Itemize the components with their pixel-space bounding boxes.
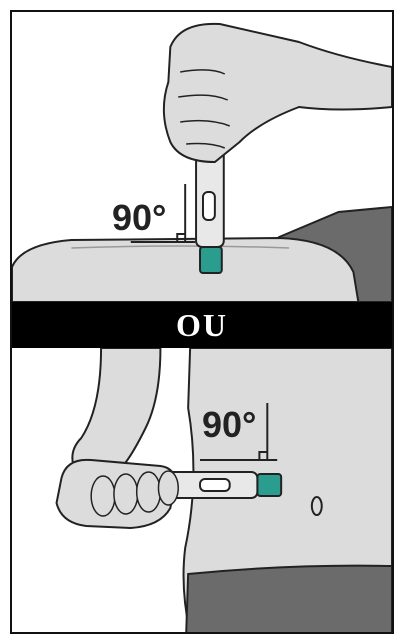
arm-icon xyxy=(72,348,160,473)
thigh-icon xyxy=(12,238,358,302)
or-separator-label: OU xyxy=(176,307,228,344)
hand-holding-pen-icon xyxy=(164,24,392,162)
angle-label-bottom: 90° xyxy=(202,407,256,443)
abdomen-illustration xyxy=(12,348,392,634)
or-separator-banner: OU xyxy=(12,302,392,348)
thigh-illustration xyxy=(12,12,392,302)
thigh-injection-panel xyxy=(12,12,392,302)
hand-holding-pen-icon xyxy=(57,460,179,528)
angle-label-top: 90° xyxy=(112,200,166,236)
instruction-illustration: 90° OU xyxy=(10,10,394,634)
clothing-trousers-icon xyxy=(186,566,392,634)
abdomen-injection-panel xyxy=(12,348,392,634)
